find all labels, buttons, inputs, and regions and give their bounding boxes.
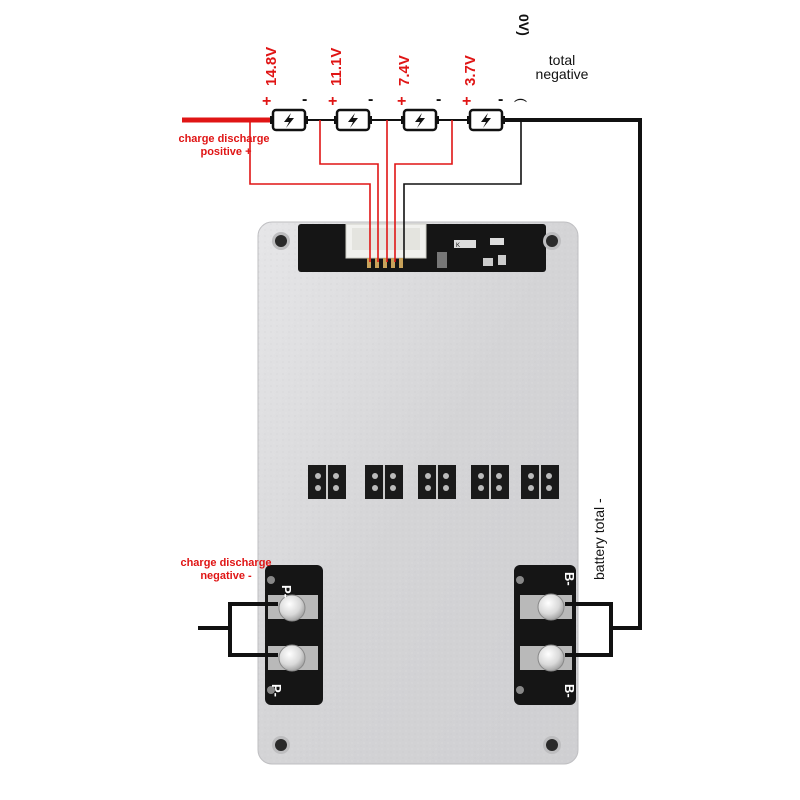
- b-minus-bolt-top[interactable]: [537, 593, 565, 621]
- charge-negative-lead-wire: [198, 602, 278, 657]
- minus-sign: -: [498, 91, 503, 108]
- total-negative-wire: [503, 118, 642, 630]
- battery-cells: [270, 108, 505, 132]
- mounting-hole-top-right: [543, 232, 561, 250]
- mosfet-pad: [521, 465, 559, 499]
- b-minus-terminal-block: B- B-: [514, 565, 577, 705]
- minus-sign: -: [302, 91, 307, 108]
- chip-mark: K: [456, 243, 460, 249]
- mounting-hole-top-left: [272, 232, 290, 250]
- terminal-label-b-top: B-: [562, 572, 577, 586]
- voltage-label-11v1: 11.1V: [328, 48, 345, 86]
- plus-sign: +: [397, 93, 406, 110]
- plus-sign: +: [262, 93, 271, 110]
- balance-wire-14v8: [249, 120, 371, 262]
- terminal-label-p-bottom: P-: [269, 684, 284, 697]
- mosfet-pad: [308, 465, 346, 499]
- battery-total-negative-label: battery total -: [591, 498, 607, 580]
- balance-wire-0v: [403, 120, 522, 262]
- balance-wire-11v1: [319, 120, 379, 262]
- b-minus-bolt-bottom[interactable]: [537, 644, 565, 672]
- cell-14v8: [270, 108, 308, 132]
- cell-7v4: [401, 108, 439, 132]
- cell-11v1: [334, 108, 372, 132]
- terminal-label-b-bottom: B-: [562, 684, 577, 698]
- battery-negative-bracket-wire: [565, 602, 613, 657]
- terminal-label-p-top: P-: [279, 585, 294, 598]
- charge-positive-label-line2: positive +: [200, 146, 251, 158]
- minus-sign: -: [436, 91, 441, 108]
- cell-3v7: [467, 108, 505, 132]
- voltage-label-14v8: 14.8V: [263, 47, 280, 86]
- p-minus-bolt-top[interactable]: [278, 594, 306, 622]
- charge-positive-label-line1: charge discharge: [178, 133, 269, 145]
- p-minus-terminal-block: P- P-: [265, 565, 323, 705]
- voltage-labels: 14.8V 11.1V 7.4V 3.7V 0V) (: [263, 14, 532, 103]
- charge-negative-label-line2: negative -: [200, 570, 252, 582]
- balance-connector-pins: [367, 258, 403, 268]
- balance-wire-3v7: [394, 120, 453, 262]
- voltage-label-3v7: 3.7V: [462, 55, 479, 86]
- paren-mark: (: [514, 98, 529, 103]
- minus-sign: -: [368, 91, 373, 108]
- mosfet-pads: [308, 465, 559, 499]
- zero-volt-label: 0V): [516, 14, 532, 36]
- mounting-hole-bottom-left: [272, 736, 290, 754]
- voltage-label-7v4: 7.4V: [396, 55, 413, 86]
- p-minus-bolt-bottom[interactable]: [278, 644, 306, 672]
- mosfet-pad: [418, 465, 456, 499]
- mosfet-pad: [365, 465, 403, 499]
- plus-sign: +: [462, 93, 471, 110]
- annotations: total negative charge discharge positive…: [178, 52, 607, 582]
- mosfet-pad: [471, 465, 509, 499]
- total-negative-label-line2: negative: [536, 66, 589, 82]
- mounting-hole-bottom-right: [543, 736, 561, 754]
- wiring: [182, 117, 642, 657]
- polarity-signs: + + + + - - - -: [262, 91, 503, 110]
- charge-negative-label-line1: charge discharge: [180, 557, 271, 569]
- bms-board: K: [257, 221, 579, 765]
- total-negative-label-line1: total: [549, 52, 575, 68]
- plus-sign: +: [328, 93, 337, 110]
